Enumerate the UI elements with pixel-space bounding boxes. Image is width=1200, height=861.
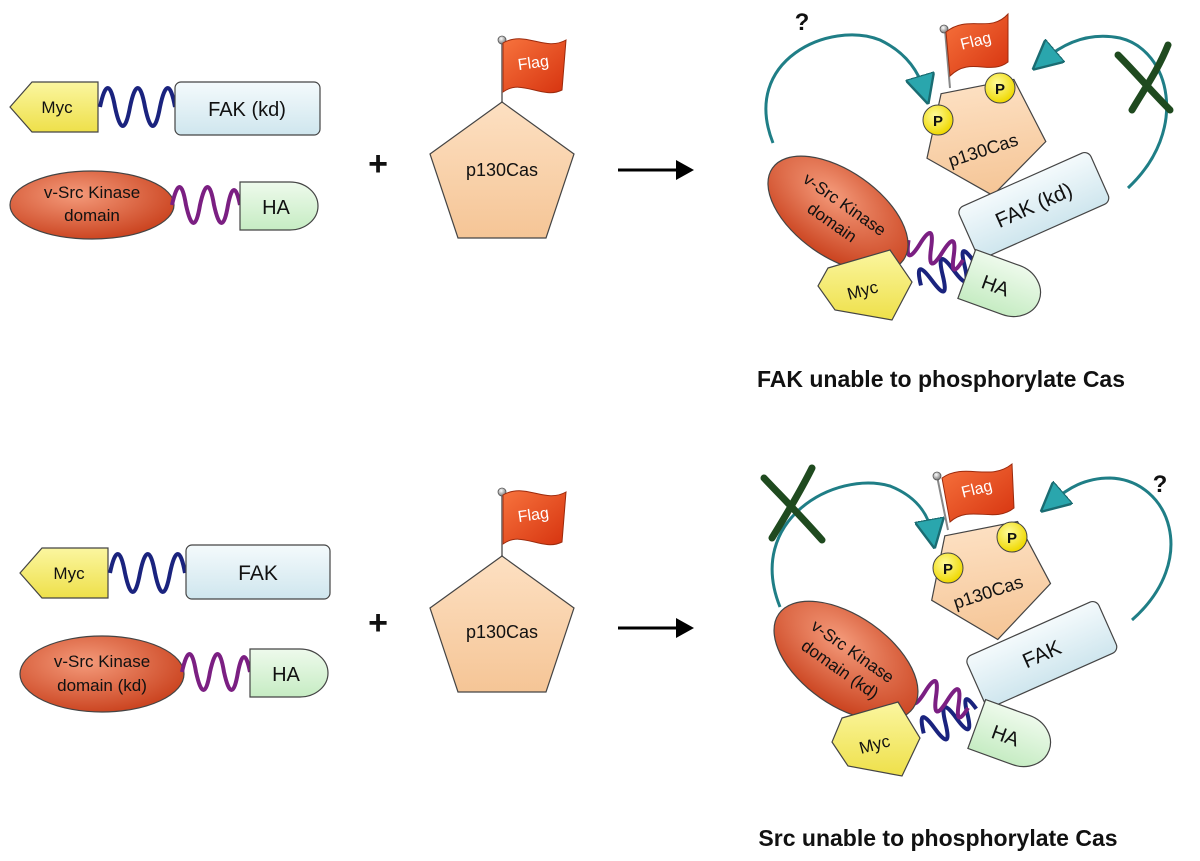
question-mark: ?	[795, 9, 810, 36]
linker-purple	[910, 679, 970, 720]
bottom-myc-fak-construct: Myc FAK	[19, 544, 331, 600]
ha-tag	[239, 181, 319, 231]
caption-bottom: Src unable to phosphorylate Cas	[758, 825, 1117, 851]
flag-pole	[936, 475, 949, 531]
fak-label: FAK (kd)	[208, 99, 286, 121]
phospho-p-1	[922, 104, 954, 136]
p130cas-pentagon	[429, 101, 575, 239]
ha-tag	[957, 248, 1042, 318]
linker-purple	[180, 652, 252, 692]
inhibition-cross	[760, 464, 826, 544]
reaction-arrow	[618, 160, 694, 180]
flag-pin	[939, 24, 949, 34]
phospho-p-2	[984, 72, 1016, 104]
linker-blue	[98, 86, 177, 128]
p130cas-pentagon	[429, 555, 575, 693]
myc-tag	[9, 81, 99, 133]
vsrc-kinase-oval	[19, 635, 185, 713]
phospho-p-1	[932, 552, 964, 584]
top-src-ha-construct: v-Src Kinase domain HA	[9, 170, 319, 240]
curved-arrow-left	[764, 33, 924, 144]
bottom-complex: ? Flag p130Cas P P FAK v-Src Kinase doma…	[760, 462, 1173, 777]
phospho-p-2	[996, 521, 1028, 553]
question-mark: ?	[1153, 471, 1168, 498]
kinase-label-line2: domain (kd)	[57, 676, 147, 695]
reaction-arrow	[618, 618, 694, 638]
flag-label: Flag	[517, 505, 550, 526]
curved-arrow-left	[770, 481, 932, 608]
fak-kd-box	[174, 81, 321, 136]
p130cas-label: p130Cas	[466, 622, 538, 642]
fak-box	[966, 600, 1118, 708]
bottom-src-ha-construct: v-Src Kinase domain (kd) HA	[19, 635, 329, 713]
phospho-label-1: P	[943, 561, 953, 578]
flag-pole	[944, 29, 951, 89]
p130cas-label: p130Cas	[466, 160, 538, 180]
ha-tag	[249, 648, 329, 698]
vsrc-kinase-oval	[767, 155, 909, 273]
top-myc-fak-construct: Myc FAK (kd)	[9, 81, 321, 136]
fak-box	[185, 544, 331, 600]
myc-tag	[817, 249, 913, 321]
fak-label: FAK	[238, 562, 278, 585]
phospho-label-2: P	[1007, 530, 1017, 547]
vsrc-kinase-oval	[773, 600, 919, 722]
kinase-label-line1: v-Src Kinase	[54, 652, 150, 671]
linker-purple	[905, 231, 965, 272]
plus-sign: +	[368, 604, 388, 642]
kinase-label-line1: v-Src Kinase	[44, 183, 140, 202]
linker-purple	[170, 185, 242, 225]
top-complex: ? Flag p130Cas P P FAK (kd)	[764, 9, 1174, 321]
ha-label: HA	[272, 664, 300, 686]
top-panel: Myc FAK (kd) v-Src Kinase domain HA + Fl…	[9, 9, 1174, 392]
ha-tag	[967, 698, 1052, 768]
kinase-label-line2: domain	[64, 206, 120, 225]
flag-pin	[932, 471, 942, 481]
caption-top: FAK unable to phosphorylate Cas	[757, 366, 1125, 392]
bottom-p130cas-substrate: Flag p130Cas	[429, 487, 575, 693]
phospho-label-2: P	[995, 81, 1005, 98]
myc-label: Myc	[41, 98, 73, 117]
phospho-label-1: P	[933, 113, 943, 130]
flag-shape	[502, 490, 567, 546]
flag-shape	[945, 12, 1009, 78]
myc-tag	[19, 547, 109, 599]
fak-kd-box	[958, 151, 1110, 259]
plus-sign: +	[368, 145, 388, 183]
curved-arrow-right	[1044, 34, 1169, 190]
ha-label: HA	[262, 197, 290, 219]
flag-label: Flag	[517, 53, 550, 74]
linker-blue	[108, 552, 187, 594]
bottom-panel: Myc FAK v-Src Kinase domain (kd) HA + Fl…	[19, 462, 1173, 851]
vsrc-kinase-oval	[9, 170, 175, 240]
top-p130cas-substrate: Flag p130Cas	[429, 35, 575, 239]
myc-tag	[831, 701, 921, 777]
flag-shape	[941, 462, 1015, 523]
curved-arrow-right	[1052, 476, 1173, 622]
flag-shape	[502, 38, 567, 94]
inhibition-cross	[1114, 41, 1174, 114]
myc-label: Myc	[53, 564, 85, 583]
